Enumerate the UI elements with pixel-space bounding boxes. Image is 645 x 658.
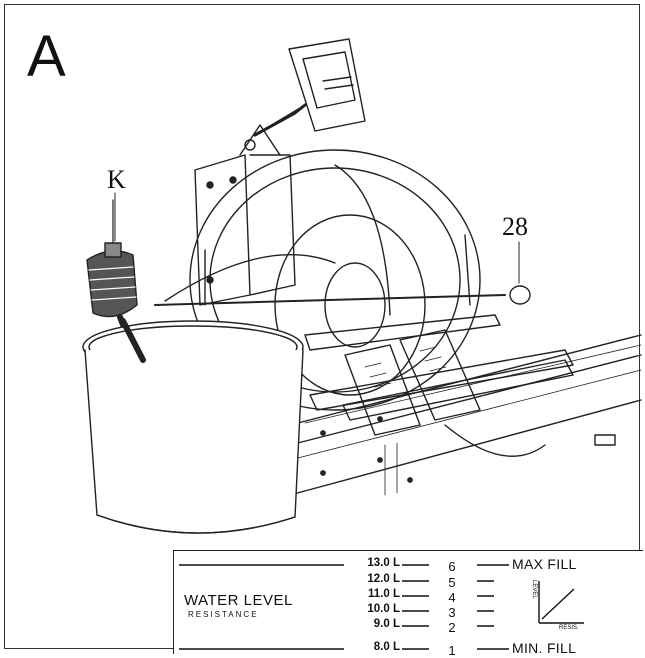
rail [289, 334, 642, 496]
volume-label: 13.0 L [367, 557, 400, 569]
foot-plates [342, 329, 574, 457]
level-number: 2 [448, 620, 456, 635]
handle-bar [154, 294, 506, 306]
water-level-subtitle: RESISTANCE [188, 610, 259, 619]
volume-label: 12.0 L [367, 573, 400, 585]
level-number: 4 [448, 590, 456, 605]
volume-label: 9.0 L [373, 618, 400, 630]
monitor [253, 38, 366, 137]
level-number: 6 [448, 559, 456, 574]
figure-frame: A K 28 WAT [4, 4, 643, 658]
max-fill-label: MAX FILL [512, 556, 577, 572]
water-level-title: WATER LEVEL [184, 592, 293, 609]
upright-frame [194, 104, 306, 306]
level-number: 1 [448, 643, 456, 658]
chart-lines [179, 564, 584, 650]
level-number: 3 [448, 605, 456, 620]
callout-k: K [107, 165, 126, 194]
mini-graph-y-label: LEVEL [531, 580, 537, 599]
part-28-cap [509, 285, 531, 305]
callout-28: 28 [502, 212, 528, 241]
mini-graph-x-label: RESIS. [559, 625, 579, 631]
panel-letter: A [27, 24, 66, 89]
level-number: 5 [448, 575, 456, 590]
bucket [82, 318, 304, 534]
volume-label: 11.0 L [368, 588, 400, 600]
volume-label: 8.0 L [373, 641, 400, 653]
front-bar [309, 349, 574, 411]
volume-label: 10.0 L [367, 603, 400, 615]
seat [304, 314, 501, 351]
min-fill-label: MIN. FILL [512, 640, 577, 656]
rowing-machine-illustration [82, 38, 642, 534]
water-level-chart: WATER LEVEL RESISTANCE 13.0 L 12.0 L 11.… [173, 550, 643, 658]
water-tank [189, 149, 481, 411]
